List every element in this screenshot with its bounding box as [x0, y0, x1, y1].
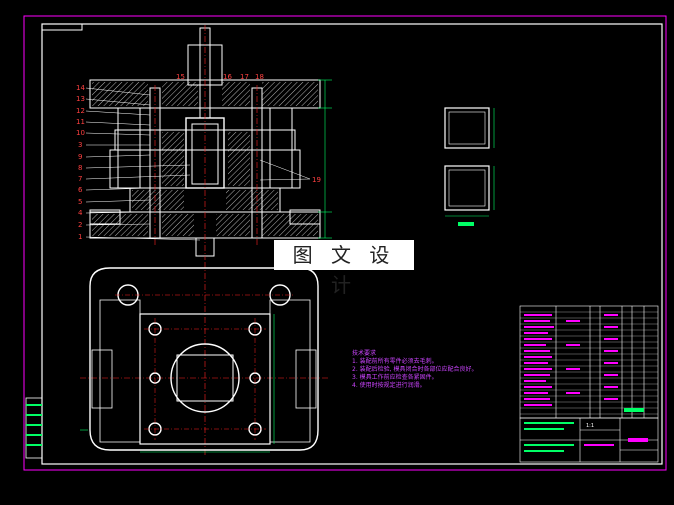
plan-center-lines: [115, 294, 295, 440]
part-number: 10: [76, 129, 85, 137]
parts-list-highlight: [624, 408, 644, 412]
leader-lines: [85, 87, 311, 241]
part-number: 12: [76, 107, 85, 115]
title-block-marks: [524, 422, 648, 452]
tech-notes: 技术要求 1. 装配前所有零件必须去毛刺。 2. 装配后检验, 模具闭合时各部位…: [352, 349, 477, 389]
tech-note-item: 4. 使用时按规定进行润滑。: [352, 381, 426, 389]
parts-list: [519, 305, 659, 419]
tech-note-item: 1. 装配前所有零件必须去毛刺。: [352, 357, 438, 365]
part-number: 3: [78, 141, 82, 149]
inner-frame: [41, 23, 663, 465]
part-number: 17: [240, 73, 249, 81]
part-number: 6: [78, 186, 83, 194]
part-number: 14: [76, 84, 85, 92]
tech-note-item: 2. 装配后检验, 模具闭合时各部位应配合良好。: [352, 365, 477, 373]
part-number: 15: [176, 73, 185, 81]
center-lines: [80, 25, 330, 455]
tech-notes-heading: 技术要求: [352, 349, 376, 357]
parts-list-text-marks: [524, 314, 618, 406]
tech-note-item: 3. 模具工作前应检查各紧固件。: [352, 373, 438, 381]
part-number: 1: [78, 233, 82, 241]
part-number: 19: [312, 176, 321, 184]
watermark-text: 图 文 设 计: [274, 240, 414, 297]
part-number: 16: [223, 73, 232, 81]
section-dimensions: [318, 79, 332, 239]
part-number: 13: [76, 95, 85, 103]
part-number: 5: [78, 198, 82, 206]
detail-view-upper: [444, 107, 490, 149]
section-hatching: [92, 82, 318, 236]
plan-view: [89, 267, 319, 451]
detail-dimensions: [445, 108, 495, 226]
plan-dimensions: [80, 314, 275, 453]
part-number: 4: [78, 209, 83, 217]
part-number: 11: [76, 118, 85, 126]
part-number: 7: [78, 175, 82, 183]
outer-frame: [23, 15, 667, 471]
part-number: 18: [255, 73, 264, 81]
frame-tab: [41, 23, 83, 31]
parts-list-rows: [520, 311, 658, 415]
part-number: 9: [78, 153, 82, 161]
part-numbers: 14 13 12 11 10 3 9 8 7 6 5 4 2 1 15 16 1…: [76, 73, 321, 241]
detail-view-lower: [444, 165, 490, 211]
part-number: 2: [78, 221, 82, 229]
part-number: 8: [78, 164, 82, 172]
title-block-scale: 1:1: [586, 423, 594, 429]
side-label-block: [25, 397, 43, 459]
